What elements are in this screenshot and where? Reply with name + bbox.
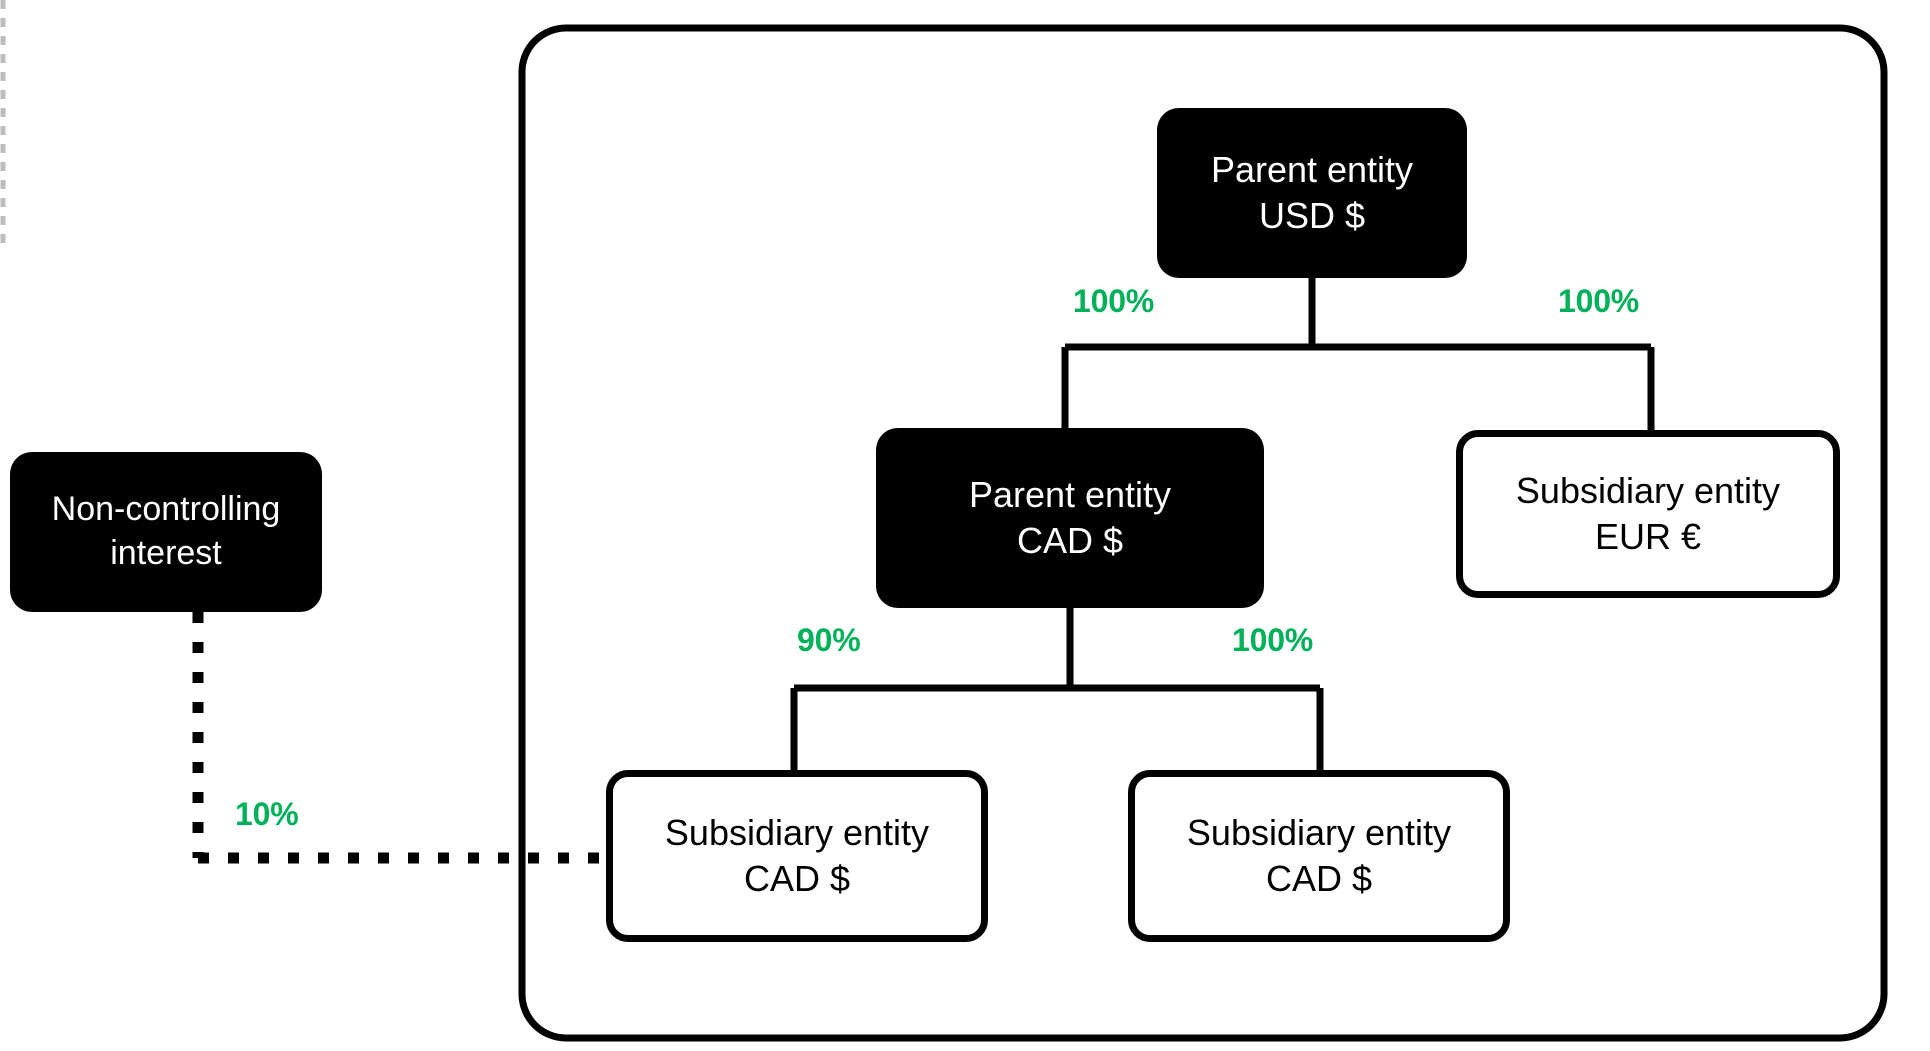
node-parent-cad-title: Parent entity: [968, 473, 1172, 515]
node-subsidiary-eur-title: Subsidiary entity: [1515, 469, 1781, 511]
node-nci-line-1: Non-controlling: [51, 490, 281, 529]
node-subsidiary-cad-left-currency: CAD $: [743, 858, 851, 899]
node-parent-cad-currency: CAD $: [1016, 520, 1124, 561]
percent-label-nci-to-sub: 10%: [235, 796, 299, 832]
node-parent-entity-cad[interactable]: Parent entity CAD $: [876, 428, 1264, 608]
node-parent-usd-title: Parent entity: [1210, 148, 1414, 190]
percent-label-cad-to-sub-left: 90%: [797, 622, 861, 658]
node-parent-entity-usd[interactable]: Parent entity USD $: [1157, 108, 1467, 278]
percent-label-usd-to-eur: 100%: [1558, 283, 1640, 319]
edge-nci-to-sub-left-group: [192, 612, 612, 864]
percent-label-cad-to-sub-right: 100%: [1232, 622, 1314, 658]
node-subsidiary-cad-right-currency: CAD $: [1265, 858, 1373, 899]
node-subsidiary-entity-eur[interactable]: Subsidiary entity EUR €: [1456, 430, 1840, 598]
consolidation-group-boundary: [518, 24, 1888, 1042]
node-non-controlling-interest[interactable]: Non-controlling interest: [10, 452, 322, 612]
node-subsidiary-entity-cad-left[interactable]: Subsidiary entity CAD $: [606, 770, 988, 942]
node-subsidiary-entity-cad-right[interactable]: Subsidiary entity CAD $: [1128, 770, 1510, 942]
node-nci-line-2: interest: [110, 534, 222, 572]
edge-usd-children-group: [1061, 278, 1655, 430]
node-subsidiary-cad-right-title: Subsidiary entity: [1186, 811, 1452, 853]
edge-cad-children-group: [790, 608, 1324, 770]
percent-label-usd-to-cad: 100%: [1073, 283, 1155, 319]
node-parent-usd-currency: USD $: [1258, 195, 1366, 236]
node-subsidiary-cad-left-title: Subsidiary entity: [664, 811, 930, 853]
node-subsidiary-eur-currency: EUR €: [1594, 516, 1702, 557]
